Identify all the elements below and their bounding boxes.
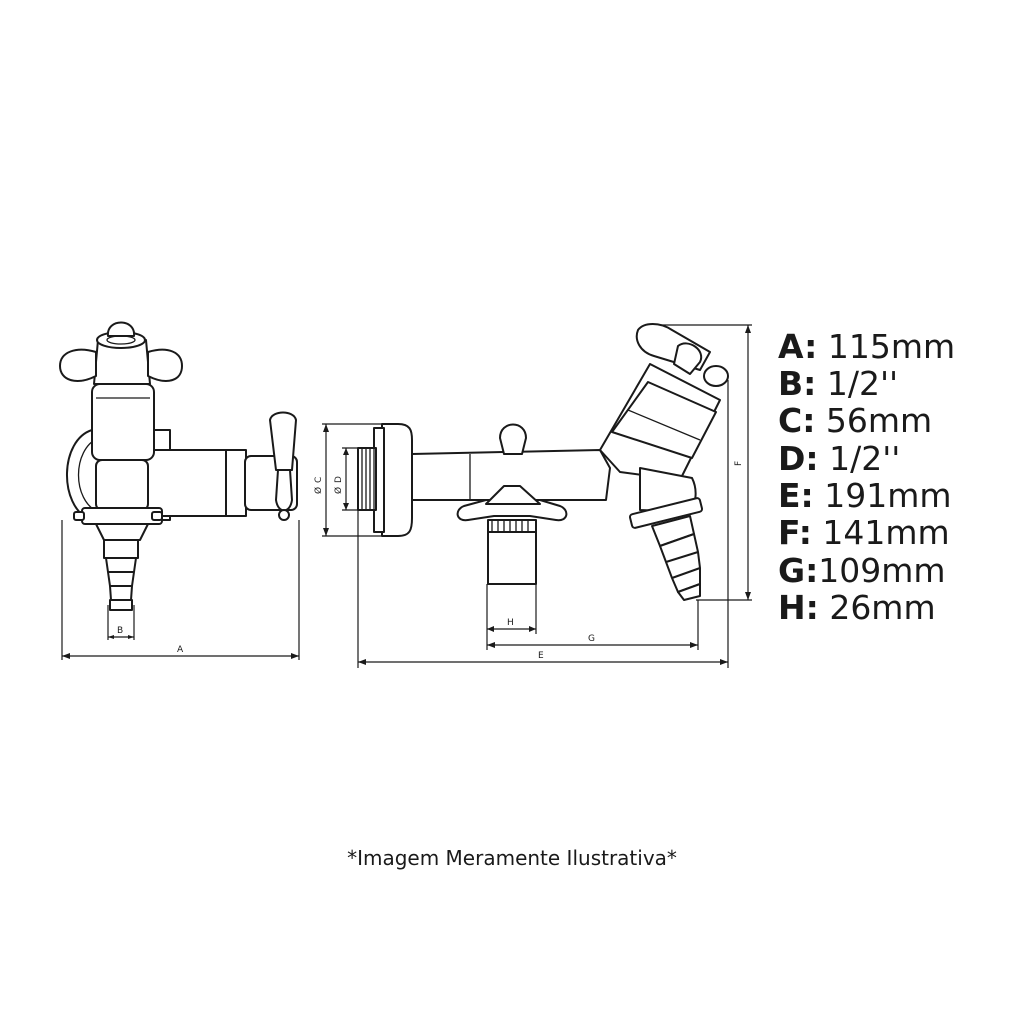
dim-label-f: F [734,461,744,466]
dim-label-h: H [507,618,514,628]
spec-d-value: 1/2'' [818,439,901,478]
dim-label-b: B [117,626,123,636]
spec-h: H: 26mm [778,589,936,627]
dim-label-d-diameter: Ø [333,487,344,494]
spec-f-key: F: [778,513,812,552]
dimension-lines [61,324,752,668]
dim-label-g: G [588,634,595,644]
spec-h-value: 26mm [818,588,936,627]
dim-label-d: D [334,476,344,483]
spec-e-key: E: [778,476,814,515]
dim-label-c-diameter: Ø [313,487,324,494]
spec-b-key: B: [778,364,817,403]
faucet-front-view [59,321,298,611]
spec-e-value: 191mm [813,476,952,515]
dim-label-c: C [314,477,324,483]
spec-c: C: 56mm [778,402,932,440]
dim-label-e: E [538,651,544,661]
spec-f-value: 141mm [811,513,950,552]
spec-c-key: C: [778,401,816,440]
spec-e: E: 191mm [778,477,952,515]
spec-d: D: 1/2'' [778,440,900,478]
spec-f: F: 141mm [778,514,950,552]
spec-b-value: 1/2'' [816,364,899,403]
illustrative-image-note: *Imagem Meramente Ilustrativa* [347,846,677,870]
spec-g-key: G: [778,551,819,590]
spec-h-key: H: [778,588,819,627]
spec-c-value: 56mm [815,401,933,440]
spec-a-key: A: [778,327,818,366]
spec-g: G:109mm [778,552,946,590]
dim-label-a: A [177,645,184,655]
faucet-side-view [357,323,729,601]
spec-b: B: 1/2'' [778,365,898,403]
spec-g-value: 109mm [818,551,946,590]
spec-a-value: 115mm [817,327,956,366]
spec-a: A: 115mm [778,328,955,366]
spec-d-key: D: [778,439,819,478]
